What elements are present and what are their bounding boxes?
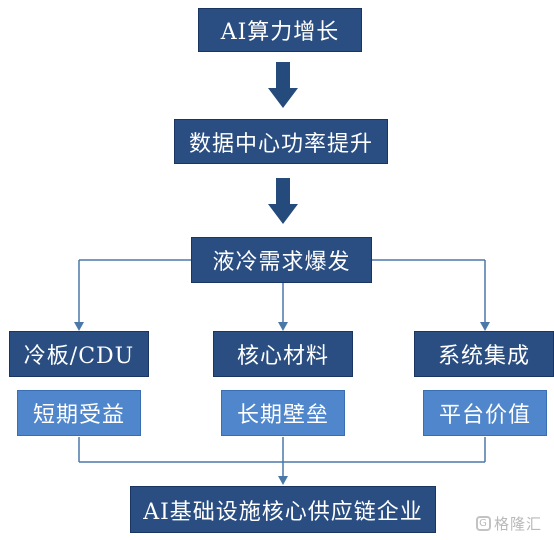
node-core-materials: 核心材料 [213, 331, 353, 377]
node-label: 液冷需求爆发 [212, 250, 351, 275]
down-arrow-2 [268, 178, 298, 224]
arrowhead-left [74, 322, 84, 331]
node-short-term-benefit: 短期受益 [17, 390, 141, 436]
node-label: 平台价值 [438, 403, 531, 428]
node-long-term-barrier: 长期壁垒 [221, 390, 345, 436]
node-label: AI算力增长 [220, 20, 340, 45]
node-ai-compute-growth: AI算力增长 [198, 8, 362, 52]
watermark-logo-icon: G [476, 516, 491, 531]
node-liquid-cooling-demand: 液冷需求爆发 [191, 237, 372, 283]
watermark-text: 格隆汇 [494, 515, 543, 533]
node-label: 冷板/CDU [23, 344, 135, 369]
node-cold-plate-cdu: 冷板/CDU [9, 331, 149, 377]
node-datacenter-power-rise: 数据中心功率提升 [174, 119, 388, 164]
node-system-integration: 系统集成 [414, 331, 554, 377]
watermark: G 格隆汇 [476, 513, 542, 534]
node-label: 数据中心功率提升 [188, 131, 373, 157]
arrowhead-right [480, 322, 490, 331]
down-arrow-1 [268, 62, 298, 108]
node-label: 核心材料 [236, 344, 329, 369]
node-label: 系统集成 [437, 344, 530, 369]
node-label: 短期受益 [32, 403, 125, 428]
node-label: AI基础设施核心供应链企业 [143, 499, 423, 525]
node-ai-infra-suppliers: AI基础设施核心供应链企业 [130, 486, 436, 533]
node-platform-value: 平台价值 [423, 390, 547, 436]
arrowhead-bottom [278, 476, 288, 485]
arrowhead-center [278, 322, 288, 331]
node-label: 长期壁垒 [236, 403, 329, 428]
